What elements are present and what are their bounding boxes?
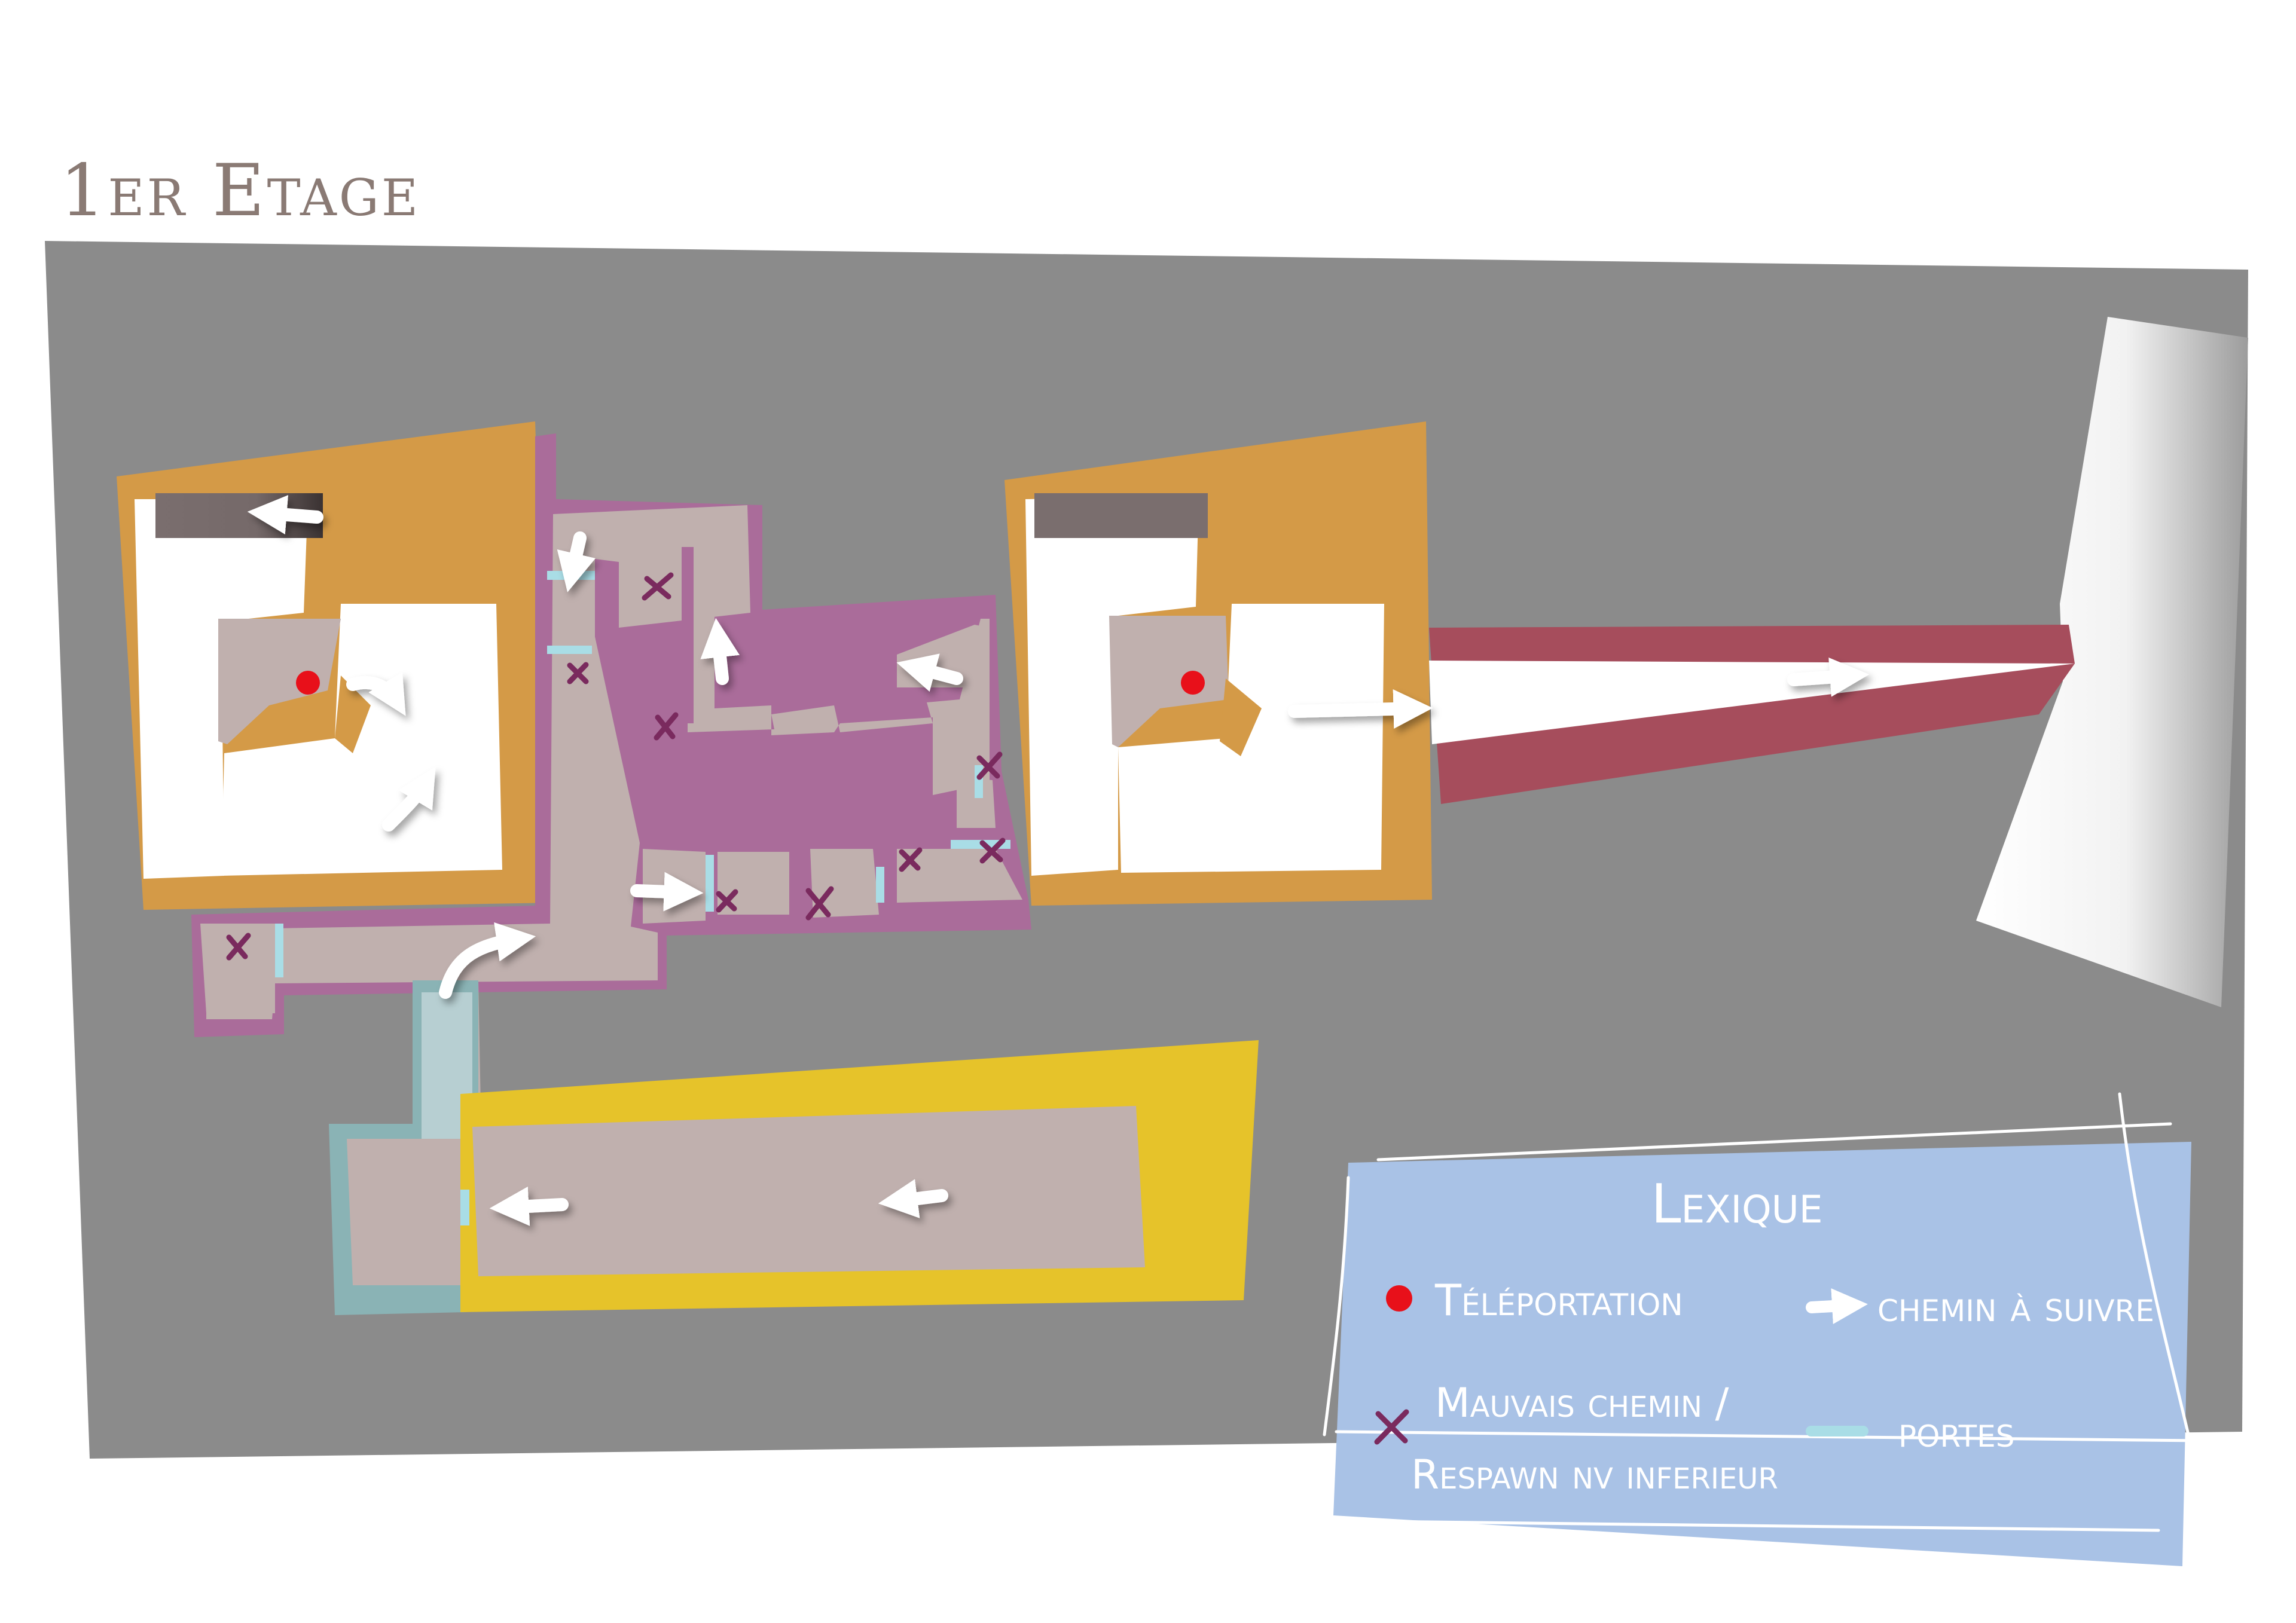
corridor-floor [1429,661,2075,744]
legend-door-label: portes [1898,1407,2014,1457]
purple-side-room [200,924,275,1013]
wrong-path-marker[interactable] [899,847,923,872]
purple-small-room-5 [957,777,996,828]
right-floor [1109,616,1229,747]
path-arrow [878,1179,948,1218]
path-arrow [896,653,963,692]
right-white-zone-2 [1118,604,1384,873]
legend-wrong-icon [1374,1409,1409,1445]
purple-small-room-2 [718,852,789,915]
legend-panel [1333,1142,2191,1566]
wrong-path-marker[interactable] [654,712,679,741]
path-arrow [382,766,436,832]
legend-title: Lexique [1651,1173,1822,1236]
door [460,1190,469,1225]
door [975,765,983,798]
legend-path-icon [1806,1288,1868,1325]
right-dark-wall [1034,493,1208,538]
legend-teleport-label: Téléportation [1434,1275,1683,1325]
legend-wrong-label-1: Mauvais chemin / [1435,1380,1729,1427]
path-arrow [1787,657,1870,697]
legend-teleport-icon [1386,1285,1412,1312]
teleport-marker[interactable] [296,671,320,695]
legend-door-icon [1806,1426,1868,1436]
left-floor-2 [335,676,371,753]
teal-floor-2 [422,992,472,1139]
path-arrow [700,618,740,685]
door [547,646,592,654]
legend-wrong-label-2: Respawn nv inferieur [1411,1451,1778,1499]
wrong-path-marker[interactable] [976,751,1003,780]
yellow-floor [472,1106,1145,1276]
left-floor [218,619,341,744]
path-arrow [439,922,536,999]
legend-path-label: chemin à suivre [1877,1281,2154,1331]
purple-small-room-3 [810,849,879,918]
teal-floor [347,1139,463,1285]
purple-floor-1 [206,505,750,1019]
wrong-path-marker[interactable] [567,662,589,684]
right-floor-2 [1220,678,1262,756]
path-arrow [630,872,704,912]
door [876,867,884,903]
wrong-path-marker[interactable] [642,572,674,601]
path-arrow [346,672,406,716]
legend: Lexique Téléportation chemin à suivre Ma… [1323,1092,2202,1566]
path-arrow [489,1186,569,1226]
wrong-path-marker[interactable] [979,838,1006,864]
wrong-path-marker[interactable] [226,933,251,961]
purple-floor-3 [682,547,694,723]
path-arrow [247,495,323,534]
wrong-path-marker[interactable] [805,886,834,921]
wrong-path-markers [226,572,1006,961]
exit-wing [1976,317,2248,1007]
floor-title: 1er Etage [60,149,421,233]
wrong-path-marker[interactable] [716,889,738,913]
purple-floor-2 [688,559,990,795]
path-arrow [557,531,596,592]
teleport-marker[interactable] [1181,671,1205,695]
door [275,924,283,977]
purple-small-room-4 [897,849,1022,903]
door [706,855,714,912]
path-arrow [1288,689,1433,729]
